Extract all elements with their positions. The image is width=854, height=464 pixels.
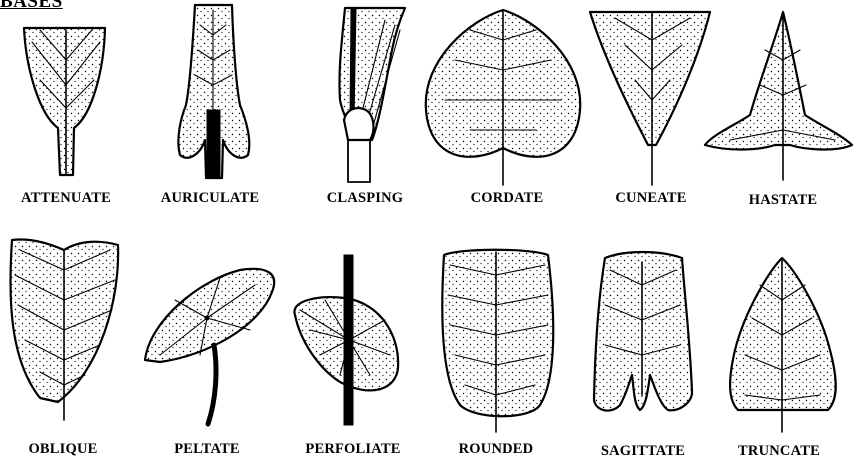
label-cuneate: CUNEATE bbox=[576, 190, 726, 207]
label-hastate: HASTATE bbox=[708, 192, 854, 209]
label-rounded: ROUNDED bbox=[421, 441, 571, 458]
peltate-leaf bbox=[145, 269, 274, 424]
perfoliate-leaf bbox=[294, 255, 398, 425]
cuneate-leaf bbox=[590, 12, 710, 185]
label-perfoliate: PERFOLIATE bbox=[278, 441, 428, 458]
label-attenuate: ATTENUATE bbox=[0, 190, 141, 207]
hastate-leaf bbox=[705, 12, 852, 180]
attenuate-leaf bbox=[24, 28, 105, 175]
label-auriculate: AURICULATE bbox=[135, 190, 285, 207]
clasping-leaf bbox=[339, 8, 405, 182]
label-sagittate: SAGITTATE bbox=[568, 443, 718, 460]
label-cordate: CORDATE bbox=[432, 190, 582, 207]
label-oblique: OBLIQUE bbox=[0, 441, 138, 458]
rounded-leaf bbox=[442, 250, 553, 432]
label-peltate: PELTATE bbox=[132, 441, 282, 458]
cordate-leaf bbox=[426, 10, 580, 185]
label-truncate: TRUNCATE bbox=[704, 443, 854, 460]
truncate-leaf bbox=[730, 258, 836, 432]
label-clasping: CLASPING bbox=[290, 190, 440, 207]
sagittate-leaf bbox=[594, 252, 692, 411]
auriculate-leaf bbox=[178, 5, 249, 178]
oblique-leaf bbox=[10, 239, 118, 420]
